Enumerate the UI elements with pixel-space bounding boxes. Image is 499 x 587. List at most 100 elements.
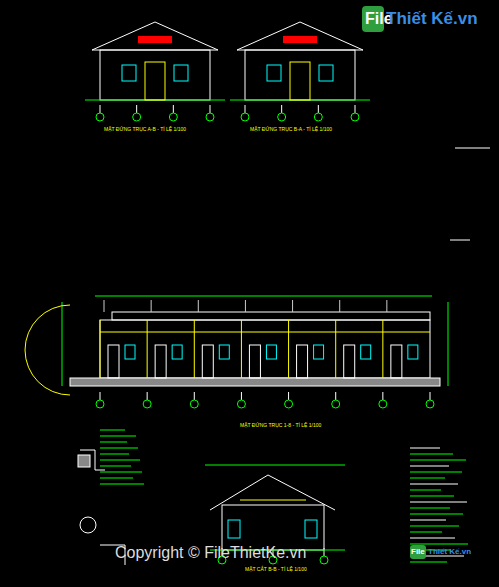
column — [335, 320, 336, 378]
axis-bubble — [237, 400, 245, 408]
note-line — [410, 454, 453, 455]
axis-bubble — [169, 113, 177, 121]
wall — [245, 50, 355, 100]
window — [361, 345, 371, 359]
axis-bubble — [278, 113, 286, 121]
roof-post — [339, 300, 340, 312]
axis-bubble — [133, 113, 141, 121]
elevation-openings — [100, 300, 418, 378]
truss — [240, 500, 306, 501]
note-line — [100, 442, 127, 443]
axis-line — [318, 105, 319, 113]
note-line — [410, 466, 449, 467]
roof-post — [245, 300, 246, 312]
window — [219, 345, 229, 359]
axis-line — [241, 392, 242, 400]
column — [194, 320, 195, 378]
dimension-line — [95, 296, 432, 297]
note-line — [410, 520, 446, 521]
note-line — [410, 496, 454, 497]
axis-bubble — [143, 400, 151, 408]
window — [228, 520, 240, 538]
sign — [283, 36, 317, 43]
wall — [100, 50, 210, 100]
detail-circle — [25, 305, 70, 395]
axis-bubble — [332, 400, 340, 408]
note-line — [455, 148, 490, 149]
axis-line — [281, 105, 282, 113]
drawing-title: MẶT ĐỨNG TRỤC A-B - TỈ LỆ 1/100 — [104, 127, 186, 132]
note-line — [450, 240, 470, 241]
axis-line — [355, 105, 356, 113]
window — [125, 345, 135, 359]
door — [108, 345, 119, 378]
axis-bubble — [426, 400, 434, 408]
axis-bubble — [96, 113, 104, 121]
note-line — [100, 436, 136, 437]
column — [147, 320, 148, 378]
detail — [80, 517, 96, 533]
note-line — [410, 478, 445, 479]
column — [288, 320, 289, 378]
note-line — [410, 472, 462, 473]
note-line — [410, 484, 458, 485]
window — [267, 65, 281, 81]
door — [344, 345, 355, 378]
window — [174, 65, 188, 81]
dimension-line — [448, 302, 449, 386]
roof-post — [292, 300, 293, 312]
window — [122, 65, 136, 81]
roof-post — [151, 300, 152, 312]
axis-line — [430, 392, 431, 400]
sign — [138, 36, 172, 43]
dimension-line — [205, 465, 345, 466]
note-line — [100, 460, 140, 461]
note-line — [410, 526, 459, 527]
logo-badge — [410, 545, 426, 559]
door — [249, 345, 260, 378]
drawing-title: MẶT ĐỨNG TRỤC B-A - TỈ LỆ 1/100 — [250, 127, 332, 132]
note-line — [410, 544, 468, 545]
note-line — [410, 514, 463, 515]
drawing-title: MẶT CẮT B-B - TỈ LỆ 1/100 — [245, 567, 307, 572]
roof-post — [386, 300, 387, 312]
axis-bubble — [351, 113, 359, 121]
axis-line — [194, 392, 195, 400]
wall — [222, 505, 324, 550]
roof-post — [104, 300, 105, 312]
column — [100, 320, 101, 378]
grid-axes — [96, 105, 434, 564]
logo-text: Thiết Kế.vn — [428, 548, 471, 556]
note-line — [410, 508, 450, 509]
note-line — [410, 448, 440, 449]
axis-bubble — [96, 400, 104, 408]
window — [305, 520, 317, 538]
note-line — [410, 460, 466, 461]
roof — [112, 312, 430, 320]
note-line — [100, 454, 129, 455]
door — [290, 62, 310, 100]
elevation-top-left — [85, 22, 225, 100]
logo-text: File — [411, 548, 425, 556]
column — [241, 320, 242, 378]
axis-bubble — [379, 400, 387, 408]
axis-bubble — [314, 113, 322, 121]
axis-line — [147, 392, 148, 400]
note-line — [100, 472, 142, 473]
roof-post — [198, 300, 199, 312]
axis-bubble — [285, 400, 293, 408]
note-line — [100, 448, 138, 449]
window — [319, 65, 333, 81]
watermark: Copyright © FileThietKe.vn — [115, 545, 306, 561]
axis-line — [173, 105, 174, 113]
note-line — [410, 532, 442, 533]
drawing-title: MẶT ĐỨNG TRỤC 1-8 - TỈ LỆ 1/100 — [240, 423, 321, 428]
door — [391, 345, 402, 378]
door — [297, 345, 308, 378]
elevation-top-right — [230, 22, 370, 100]
column — [382, 320, 383, 378]
axis-bubble — [190, 400, 198, 408]
axis-line — [136, 105, 137, 113]
window — [266, 345, 276, 359]
